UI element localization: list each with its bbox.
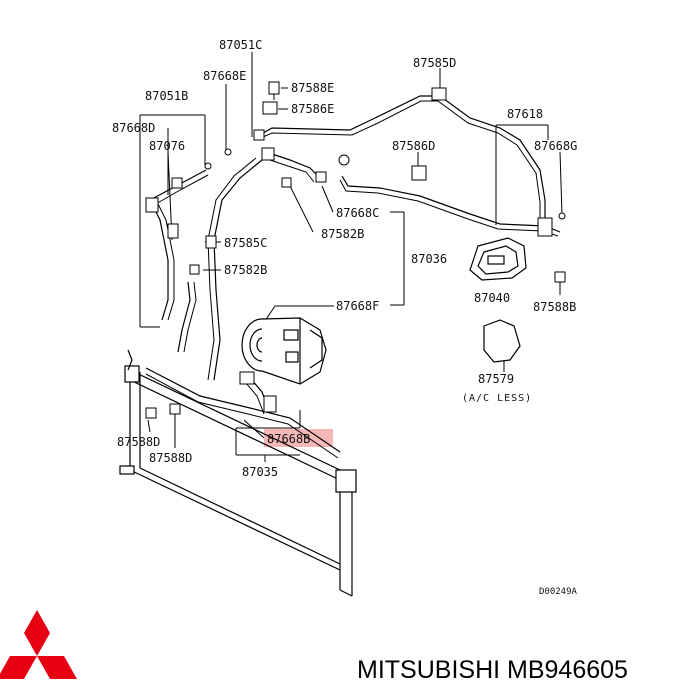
oring-87668D	[204, 162, 212, 170]
label-87586D: 87586D	[392, 139, 435, 153]
label-87035: 87035	[242, 465, 278, 479]
condenser	[119, 349, 357, 597]
label-87585C: 87585C	[224, 236, 267, 250]
label-87588B: 87588B	[533, 300, 576, 314]
label-87582B-upper: 87582B	[321, 227, 364, 241]
compressor	[241, 317, 327, 385]
bolt-87582B-lower	[189, 264, 200, 275]
plate-87579	[483, 319, 521, 363]
label-87051B: 87051B	[145, 89, 188, 103]
oring-87668G	[558, 212, 566, 220]
label-87668E: 87668E	[203, 69, 246, 83]
clip-87585D	[431, 87, 447, 101]
label-87588D-left: 87588D	[117, 435, 160, 449]
logo-diamond-top	[24, 610, 50, 656]
label-87668D: 87668D	[112, 121, 155, 135]
fitting-87035	[263, 395, 277, 413]
receiver-87618	[537, 217, 553, 237]
label-87582B-lower: 87582B	[224, 263, 267, 277]
bolt-87588E	[268, 81, 280, 95]
label-87588E: 87588E	[291, 81, 334, 95]
label-87668C: 87668C	[336, 206, 379, 220]
label-87040: 87040	[474, 291, 510, 305]
clip-87586E	[262, 101, 278, 115]
label-87618: 87618	[507, 107, 543, 121]
oring-87668E	[224, 148, 232, 156]
bolt-87588D-b	[169, 403, 181, 415]
label-87668G: 87668G	[534, 139, 577, 153]
label-87588D-lower: 87588D	[149, 451, 192, 465]
ac-less-note: (A/C LESS)	[462, 393, 532, 404]
bracket-left	[145, 197, 159, 213]
part-labels: 87051C 87668E 87588E 87586E 87585D 87051…	[112, 38, 578, 597]
bolt-87588B	[554, 271, 566, 283]
label-87668B: 87668B	[267, 432, 310, 446]
label-87051C: 87051C	[219, 38, 262, 52]
parts-diagram: 87051C 87668E 87588E 87586E 87585D 87051…	[112, 38, 578, 597]
small-parts	[145, 81, 566, 419]
label-87076: 87076	[149, 139, 185, 153]
oring-87668C	[338, 154, 350, 166]
bolt-87582B-upper	[281, 177, 292, 188]
label-87579: 87579	[478, 372, 514, 386]
fitting-87585C	[205, 235, 217, 249]
pipes	[145, 95, 561, 459]
mitsubishi-logo	[0, 610, 77, 679]
fitting-87668B	[239, 371, 255, 385]
fitting-87668C	[315, 171, 327, 183]
receiver-cover-87040	[469, 237, 527, 281]
fitting-87051B	[171, 177, 183, 189]
fitting-87051C	[253, 129, 265, 141]
clip-87076	[167, 223, 179, 239]
label-87586E: 87586E	[291, 102, 334, 116]
brand-caption: MITSUBISHI MB946605	[357, 656, 628, 684]
clip-87586D	[411, 165, 427, 181]
logo-diamond-left	[0, 656, 37, 679]
label-87036: 87036	[411, 252, 447, 266]
diagram-code: D00249A	[539, 587, 578, 597]
bolt-87588D-a	[145, 407, 157, 419]
label-87668F: 87668F	[336, 299, 379, 313]
label-87585D: 87585D	[413, 56, 456, 70]
fitting-upper	[261, 147, 275, 161]
logo-diamond-right	[37, 656, 77, 679]
